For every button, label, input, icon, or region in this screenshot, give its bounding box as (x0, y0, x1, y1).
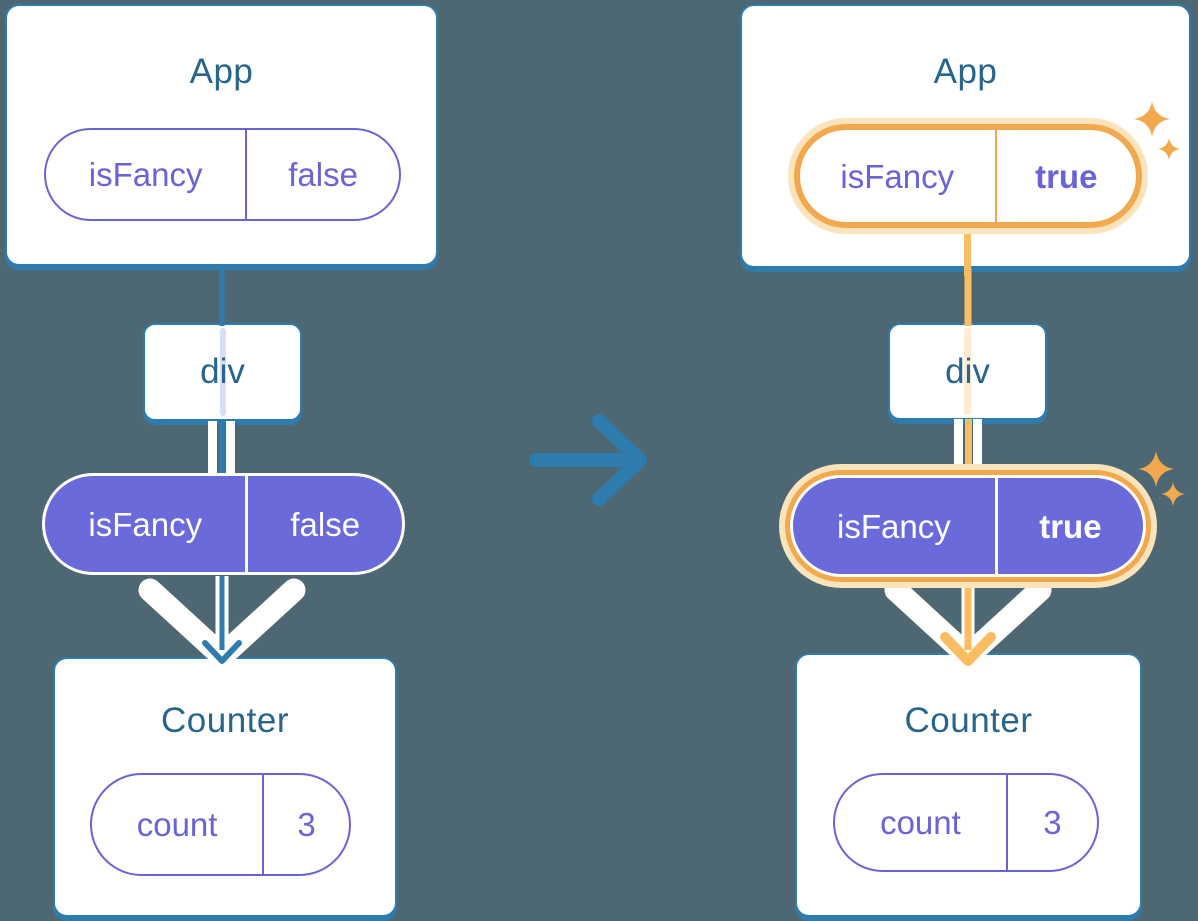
prop-flow-line-highlight (964, 228, 971, 276)
state-pill-app-after: isFancy true (794, 124, 1142, 228)
prop-pipe-after (954, 419, 982, 477)
state-value: true (1035, 157, 1098, 195)
div-label: div (945, 351, 990, 391)
div-card-before: div (143, 323, 302, 421)
pipe-rail (226, 421, 235, 475)
div-card-after: div (888, 323, 1047, 420)
arrow-right-icon (529, 414, 647, 506)
state-value: false (288, 156, 358, 193)
state-value: 3 (297, 806, 316, 843)
state-pill-counter-before: count 3 (90, 773, 351, 876)
prop-pipe-before (208, 421, 235, 475)
state-pill-app-before: isFancy false (44, 128, 401, 221)
pipe-rail (208, 421, 217, 475)
div-label: div (200, 352, 245, 391)
arrow-down-icon (138, 578, 306, 668)
state-pill-counter-after: count 3 (833, 773, 1099, 872)
state-name: count (835, 775, 1008, 870)
sparkles-icon (1138, 451, 1185, 506)
state-name: isFancy (46, 130, 248, 219)
prop-name: isFancy (45, 476, 249, 572)
pipe-rail (954, 419, 963, 477)
prop-pill-after: isFancy true (790, 475, 1146, 577)
pipe-rail (973, 419, 982, 477)
state-value: 3 (1043, 804, 1062, 841)
prop-pill-before: isFancy false (42, 473, 405, 575)
counter-title: Counter (904, 701, 1033, 740)
arrow-down-icon (884, 578, 1052, 668)
app-title: App (933, 52, 998, 91)
prop-flow-line-through-div (964, 328, 971, 415)
state-name: isFancy (800, 130, 997, 222)
pipe-core-orange (964, 419, 972, 477)
prop-value: false (290, 505, 361, 543)
prop-name: isFancy (793, 478, 998, 574)
prop-flow-line-through-div (219, 328, 226, 416)
state-name: count (92, 775, 265, 874)
app-title: App (189, 52, 254, 91)
counter-title: Counter (160, 701, 290, 740)
pipe-core-blue (218, 421, 225, 475)
prop-value: true (1039, 507, 1102, 545)
